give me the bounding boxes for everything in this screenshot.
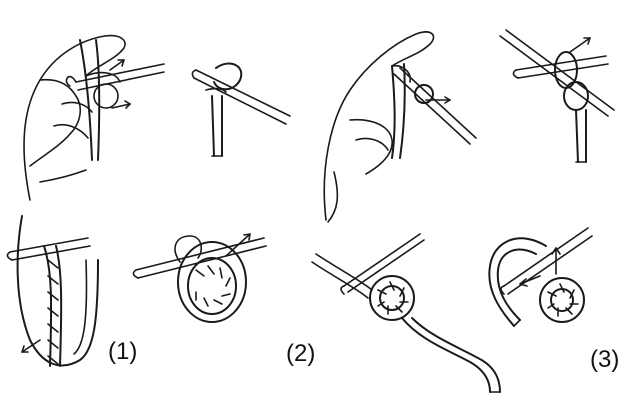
panel-chain-with-hook	[6, 215, 99, 367]
step-label-1: (1)	[108, 338, 138, 365]
panel-hand-wrapping-yarn	[23, 34, 165, 201]
panel-joining-chain-ring	[132, 233, 267, 323]
panel-hook-with-knot	[499, 29, 615, 163]
step-label-3: (3)	[590, 346, 620, 373]
panel-working-into-ring	[488, 227, 593, 327]
panel-hand-pulling-yarn	[323, 31, 477, 223]
panel-hook-through-loop	[191, 62, 291, 157]
panel-ring-with-tail	[311, 233, 501, 393]
step-label-2: (2)	[286, 340, 316, 367]
